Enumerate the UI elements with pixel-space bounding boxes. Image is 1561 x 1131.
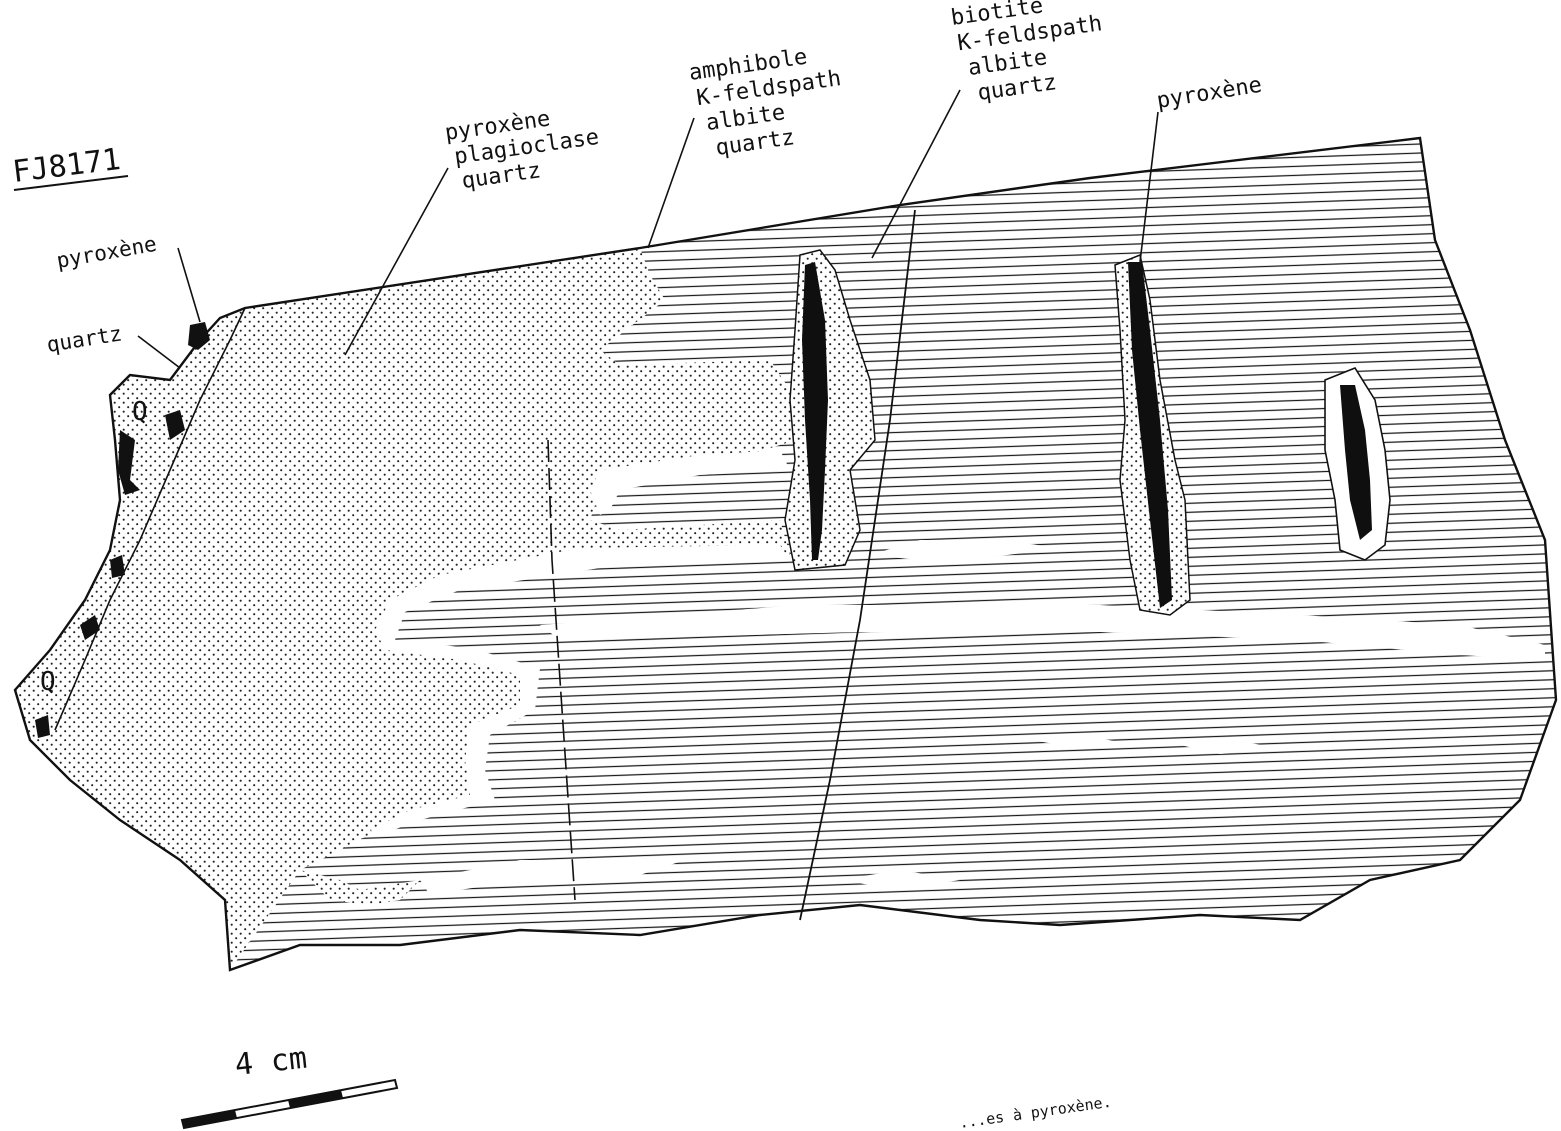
leader-edge-quartz bbox=[138, 336, 180, 368]
scale-bar-seg-1 bbox=[182, 1110, 237, 1128]
label-edge-quartz: quartz bbox=[45, 321, 124, 357]
label-matrix-group: biotite K-feldspath albite quartz bbox=[949, 0, 1111, 108]
label-vein-pyroxene: pyroxène bbox=[1155, 73, 1264, 114]
label-q-upper: Q bbox=[132, 397, 148, 427]
leader-edge-pyroxene bbox=[178, 248, 200, 322]
scale-bar-label: 4 cm bbox=[233, 1041, 309, 1083]
leader-halo bbox=[648, 118, 694, 248]
label-edge-pyroxene: pyroxène bbox=[55, 232, 159, 273]
label-halo-group: amphibole K-feldspath albite quartz bbox=[687, 40, 850, 163]
label-q-lower: Q bbox=[40, 667, 56, 697]
label-zone-group: pyroxène plagioclase quartz bbox=[443, 100, 604, 195]
caption-fragment: ...es à pyroxène. bbox=[958, 1093, 1113, 1131]
scale-bar bbox=[182, 1080, 397, 1128]
scale-bar-seg-2 bbox=[288, 1090, 343, 1108]
label-specimen: FJ8171 bbox=[11, 142, 128, 190]
rock-slab bbox=[0, 100, 1561, 1000]
